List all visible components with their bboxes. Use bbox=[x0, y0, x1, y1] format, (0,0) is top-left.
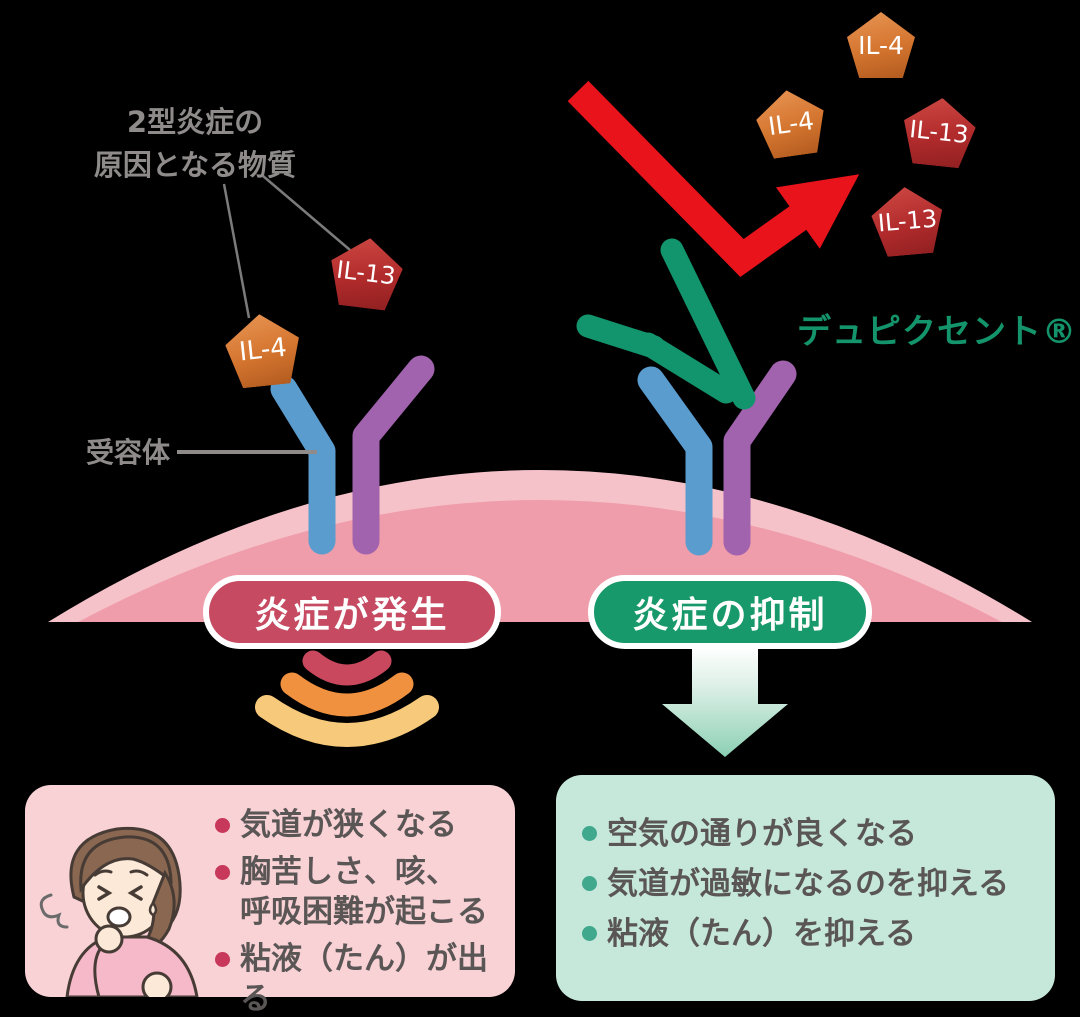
il13-label: IL-13 bbox=[334, 255, 398, 291]
il4-label: IL-4 bbox=[858, 30, 904, 60]
list-item: 気道が狭くなる bbox=[215, 805, 515, 845]
bullet-dot-icon bbox=[215, 865, 230, 880]
receptor-purple-right bbox=[723, 360, 797, 556]
type2-inflammation-cause-label: 2型炎症の 原因となる物質 bbox=[78, 101, 312, 187]
il13-label: IL-13 bbox=[876, 204, 939, 238]
list-item: 胸苦しさ、咳、 呼吸困難が起こる bbox=[215, 852, 515, 932]
receptor-blue-left bbox=[270, 375, 336, 555]
receptor-purple-left bbox=[352, 355, 435, 555]
cause-label-line1: 2型炎症の bbox=[126, 105, 264, 139]
blocked-cytokines-arrow bbox=[567, 80, 860, 278]
list-item: 気道が過敏になるのを抑える bbox=[582, 863, 1052, 906]
inflammation-waves bbox=[255, 650, 439, 747]
il4-label: IL-4 bbox=[237, 332, 289, 368]
benefit-text: 気道が過敏になるのを抑える bbox=[607, 866, 1010, 902]
receptor-label: 受容体 bbox=[86, 436, 171, 469]
bullet-dot-icon bbox=[215, 818, 230, 833]
pointer-line-il13 bbox=[262, 175, 351, 251]
il13-label: IL-13 bbox=[908, 114, 970, 150]
dupixent-label: デュピクセント® bbox=[797, 312, 1077, 352]
benefit-text: 空気の通りが良くなる bbox=[607, 816, 917, 852]
receptor-blue-right bbox=[637, 366, 713, 556]
il4-label: IL-4 bbox=[766, 105, 816, 141]
inflammation-pill-label: 炎症が発生 bbox=[254, 595, 450, 636]
bullet-dot-icon bbox=[215, 952, 230, 967]
inflammation-occurs-pill: 炎症が発生 bbox=[203, 575, 501, 649]
symptoms-list: 気道が狭くなる 胸苦しさ、咳、 呼吸困難が起こる 粘液（たん）が出る bbox=[215, 805, 515, 1017]
list-item: 空気の通りが良くなる bbox=[582, 813, 1052, 856]
dupixent-antibody bbox=[576, 238, 756, 410]
bullet-dot-icon bbox=[582, 876, 597, 891]
benefit-text: 粘液（たん）を抑える bbox=[607, 916, 917, 952]
cause-label-line2: 原因となる物質 bbox=[93, 148, 297, 182]
symptom-text: 胸苦しさ、咳、 呼吸困難が起こる bbox=[240, 854, 488, 930]
benefits-list: 空気の通りが良くなる 気道が過敏になるのを抑える 粘液（たん）を抑える bbox=[582, 813, 1052, 963]
list-item: 粘液（たん）が出る bbox=[215, 939, 515, 1017]
bullet-dot-icon bbox=[582, 826, 597, 841]
coughing-woman-illustration bbox=[39, 826, 199, 997]
symptom-text: 気道が狭くなる bbox=[240, 807, 457, 843]
suppression-pill-label: 炎症の抑制 bbox=[632, 595, 828, 636]
inflammation-suppressed-pill: 炎症の抑制 bbox=[588, 575, 872, 649]
bullet-dot-icon bbox=[582, 926, 597, 941]
symptoms-box: 気道が狭くなる 胸苦しさ、咳、 呼吸困難が起こる 粘液（たん）が出る bbox=[25, 785, 515, 1017]
list-item: 粘液（たん）を抑える bbox=[582, 913, 1052, 956]
pointer-line-il4 bbox=[222, 183, 251, 319]
suppression-down-arrow bbox=[662, 645, 788, 757]
benefits-box: 空気の通りが良くなる 気道が過敏になるのを抑える 粘液（たん）を抑える bbox=[556, 775, 1055, 1001]
symptom-text: 粘液（たん）が出る bbox=[240, 941, 488, 1017]
